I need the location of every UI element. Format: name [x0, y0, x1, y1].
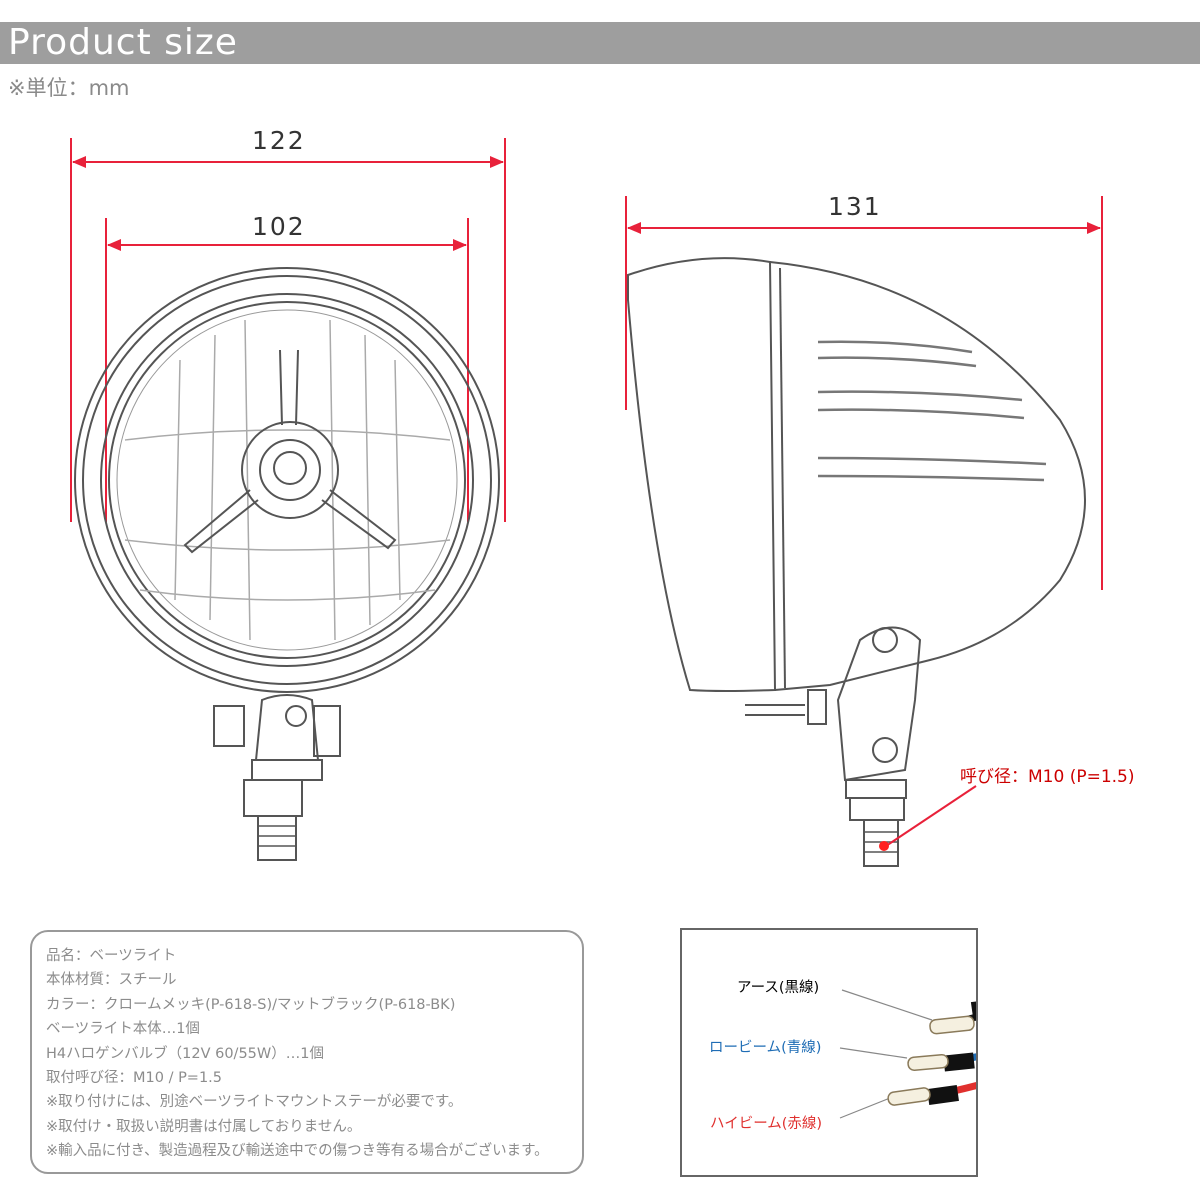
spec-line: ※輸入品に付き、製造過程及び輸送途中での傷つき等有る場合がございます。 — [46, 1143, 549, 1160]
dimension-label-131: 131 — [828, 192, 882, 221]
spec-line: 取付呼び径：M10 / P=1.5 — [46, 1070, 223, 1087]
ground-wire-label: アース(黒線) — [737, 980, 820, 996]
headlight-side-view — [627, 257, 1086, 867]
low-beam-wire-label: ロービーム(青線) — [709, 1040, 822, 1056]
thread-label: 呼び径：M10 (P=1.5) — [960, 767, 1135, 787]
product-drawing — [70, 138, 1103, 867]
headlight-front-view — [74, 267, 500, 861]
dimension-102 — [105, 218, 469, 522]
spec-line: カラー：クロームメッキ(P-618-S)/マットブラック(P-618-BK) — [46, 996, 456, 1013]
dimension-label-122: 122 — [252, 126, 306, 155]
spec-line: 品名：ベーツライト — [46, 948, 177, 964]
spec-line: H4ハロゲンバルブ（12V 60/55W）…1個 — [46, 1045, 324, 1062]
dimension-131 — [625, 196, 1103, 590]
high-beam-wire-label: ハイビーム(赤線) — [710, 1116, 823, 1132]
wiring-illustration — [839, 989, 976, 1119]
dimension-122 — [70, 138, 506, 522]
spec-line: ※取り付けには、別途ベーツライトマウントステーが必要です。 — [46, 1094, 463, 1111]
spec-box: 品名：ベーツライト 本体材質：スチール カラー：クロームメッキ(P-618-S)… — [30, 930, 584, 1174]
page-title: Product size — [8, 22, 238, 63]
header-bar: Product size — [0, 22, 1200, 64]
dimension-label-102: 102 — [252, 212, 306, 241]
spec-line: ※取付け・取扱い説明書は付属しておりません。 — [46, 1118, 362, 1135]
wiring-diagram: アース(黒線) ロービーム(青線) ハイビーム(赤線) — [680, 928, 978, 1177]
unit-note: ※単位：mm — [8, 76, 130, 100]
spec-line: 本体材質：スチール — [46, 972, 177, 989]
thread-callout — [879, 785, 977, 851]
spec-line: ベーツライト本体…1個 — [46, 1021, 200, 1038]
